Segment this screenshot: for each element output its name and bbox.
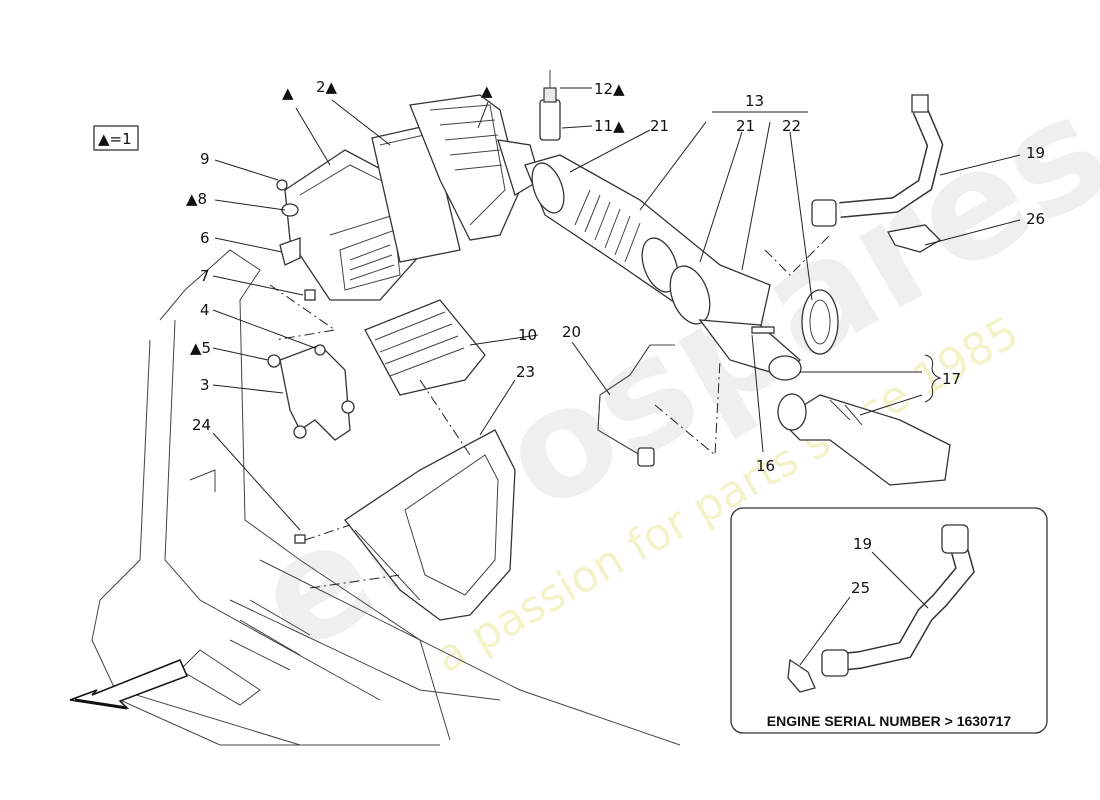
legend-text: ▲=1 bbox=[98, 130, 132, 148]
callout-label-13: 13 bbox=[745, 92, 764, 110]
callout-label-16: 16 bbox=[756, 457, 775, 475]
intake-hose bbox=[777, 393, 951, 486]
inset-callout-19: 19 bbox=[853, 535, 872, 553]
callout-labels: ▲ 2▲ ▲ 12▲ 11▲ 21 13 21 22 19 26 9 ▲8 6 … bbox=[186, 78, 1045, 475]
duct-outlet bbox=[698, 319, 802, 381]
callout-label-6: 6 bbox=[200, 229, 210, 247]
callout-label-triangle-housing: ▲ bbox=[481, 82, 493, 100]
air-box-housing bbox=[409, 94, 541, 241]
callout-label-triangle-cover: ▲ bbox=[282, 84, 294, 102]
callout-label-26: 26 bbox=[1026, 210, 1045, 228]
fastener-hardware bbox=[267, 179, 775, 544]
hose-clip bbox=[887, 224, 942, 253]
callout-label-21: 21 bbox=[736, 117, 755, 135]
callout-label-9: 9 bbox=[200, 150, 210, 168]
callout-label-10: 10 bbox=[518, 326, 537, 344]
callout-label-21-top: 21 bbox=[650, 117, 669, 135]
callout-label-24: 24 bbox=[192, 416, 211, 434]
leader-lines bbox=[212, 87, 1021, 531]
vent-hose bbox=[811, 94, 944, 227]
intake-duct bbox=[524, 154, 771, 331]
assembly-lines bbox=[269, 234, 831, 589]
mass-air-flow-sensor bbox=[539, 70, 561, 141]
callout-label-7: 7 bbox=[200, 267, 210, 285]
inset-panel: 19 25 ENGINE SERIAL NUMBER > 1630717 bbox=[730, 507, 1048, 734]
callout-label-8: ▲8 bbox=[186, 190, 207, 208]
chassis-floor bbox=[91, 249, 681, 746]
duct-coupling bbox=[801, 289, 839, 355]
front-direction-arrow bbox=[69, 659, 189, 710]
inset-title: ENGINE SERIAL NUMBER > 1630717 bbox=[767, 713, 1012, 729]
callout-label-23: 23 bbox=[516, 363, 535, 381]
callout-label-12: 12▲ bbox=[594, 80, 625, 98]
air-guide-duct bbox=[344, 429, 516, 621]
callout-label-22: 22 bbox=[782, 117, 801, 135]
inset-callout-25: 25 bbox=[851, 579, 870, 597]
callout-label-11: 11▲ bbox=[594, 117, 625, 135]
breather-pipe bbox=[597, 344, 675, 467]
callout-label-5: ▲5 bbox=[190, 339, 211, 357]
callout-label-3: 3 bbox=[200, 376, 210, 394]
intake-snorkel bbox=[364, 299, 486, 396]
callout-label-2: 2▲ bbox=[316, 78, 338, 96]
legend-box: ▲=1 bbox=[93, 125, 139, 151]
callout-label-4: 4 bbox=[200, 301, 210, 319]
callout-label-20: 20 bbox=[562, 323, 581, 341]
callout-label-19: 19 bbox=[1026, 144, 1045, 162]
mounting-bracket bbox=[279, 344, 355, 441]
callout-label-17: 17 bbox=[942, 370, 961, 388]
